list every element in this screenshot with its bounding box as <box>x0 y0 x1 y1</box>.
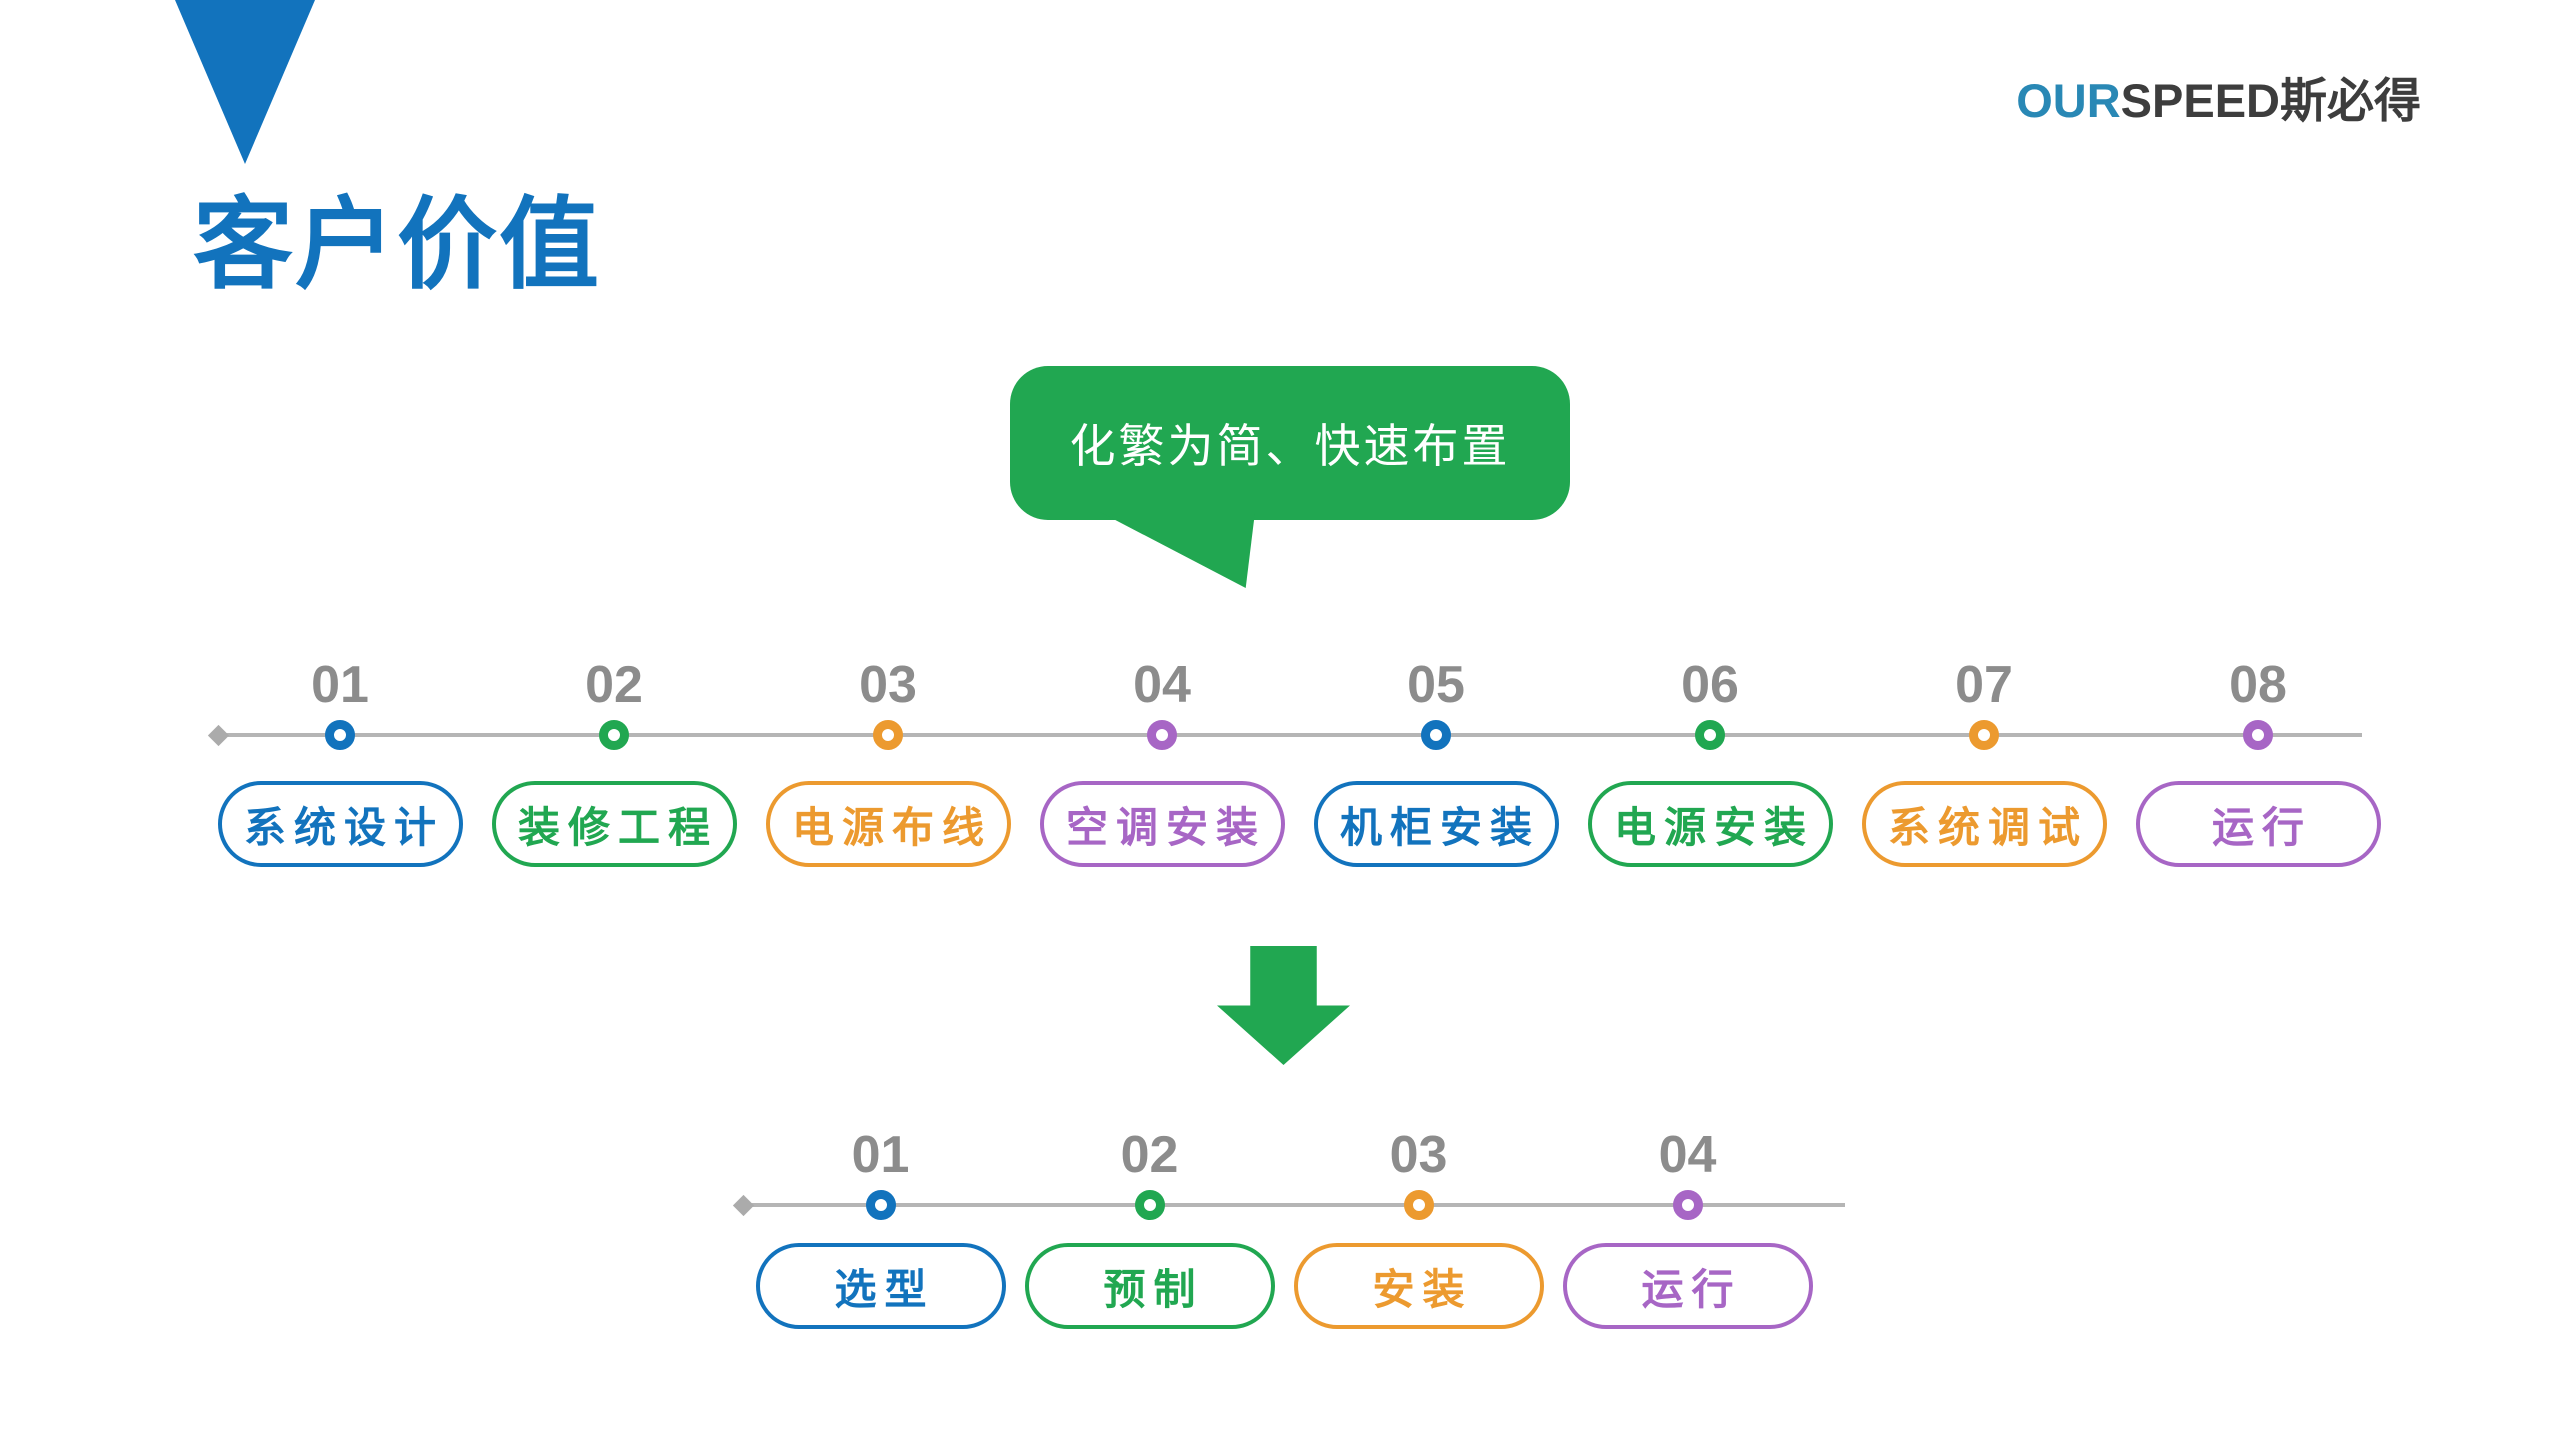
step-label-pill: 运行 <box>1562 1243 1813 1329</box>
page-title: 客户价值 <box>193 189 601 301</box>
process-step: 04 空调安装 <box>1025 656 1299 867</box>
step-label-pill: 选型 <box>755 1243 1006 1329</box>
process-step: 02 预制 <box>1015 1126 1284 1329</box>
step-marker-dot <box>2243 720 2273 750</box>
process-step: 06 电源安装 <box>1573 656 1847 867</box>
step-number: 06 <box>1681 656 1739 714</box>
step-label-pill: 机柜安装 <box>1313 781 1559 867</box>
process-step: 08 运行 <box>2121 656 2395 867</box>
step-marker-dot <box>1421 720 1451 750</box>
step-number: 03 <box>1389 1126 1448 1184</box>
step-label-pill: 电源安装 <box>1587 781 1833 867</box>
step-marker-dot <box>325 720 355 750</box>
step-number: 04 <box>1658 1126 1717 1184</box>
timeline-before: 01 系统设计 02 装修工程 03 电源布线 04 空调安装 05 <box>203 656 2395 867</box>
brand-triangle-icon <box>175 0 315 164</box>
step-number: 01 <box>311 656 369 714</box>
step-number: 02 <box>585 656 643 714</box>
step-marker-dot <box>1695 720 1725 750</box>
step-label-pill: 电源布线 <box>765 781 1011 867</box>
step-label-pill: 系统调试 <box>1861 781 2107 867</box>
process-step: 05 机柜安装 <box>1299 656 1573 867</box>
process-step: 02 装修工程 <box>477 656 751 867</box>
step-marker-dot <box>599 720 629 750</box>
process-step: 04 运行 <box>1553 1126 1822 1329</box>
logo-text-our: OUR <box>2016 74 2121 127</box>
timeline1-items: 01 系统设计 02 装修工程 03 电源布线 04 空调安装 05 <box>203 656 2395 867</box>
process-step: 07 系统调试 <box>1847 656 2121 867</box>
process-step: 03 安装 <box>1284 1126 1553 1329</box>
step-marker-dot <box>1147 720 1177 750</box>
callout-bubble-tail <box>1100 512 1255 588</box>
timeline-after: 01 选型 02 预制 03 安装 04 运行 <box>746 1126 1822 1329</box>
step-label-pill: 安装 <box>1293 1243 1544 1329</box>
callout-bubble: 化繁为简、快速布置 <box>1010 366 1570 520</box>
process-step: 03 电源布线 <box>751 656 1025 867</box>
logo-text-speed: SPEED斯必得 <box>2120 74 2421 127</box>
process-step: 01 系统设计 <box>203 656 477 867</box>
step-number: 03 <box>859 656 917 714</box>
timeline1-axis-line <box>220 733 2362 737</box>
step-marker-dot <box>873 720 903 750</box>
step-label-pill: 空调安装 <box>1039 781 1285 867</box>
step-number: 05 <box>1407 656 1465 714</box>
step-label-pill: 系统设计 <box>217 781 463 867</box>
step-number: 02 <box>1120 1126 1179 1184</box>
step-marker-dot <box>1672 1190 1703 1220</box>
step-number: 08 <box>2229 656 2287 714</box>
step-label-pill: 运行 <box>2135 781 2381 867</box>
step-number: 07 <box>1955 656 2013 714</box>
step-number: 04 <box>1133 656 1191 714</box>
brand-logo: OURSPEED斯必得 <box>2016 62 2421 131</box>
step-marker-dot <box>1403 1190 1434 1220</box>
step-marker-dot <box>1134 1190 1165 1220</box>
step-marker-dot <box>865 1190 896 1220</box>
step-label-pill: 装修工程 <box>491 781 737 867</box>
step-label-pill: 预制 <box>1024 1243 1275 1329</box>
step-number: 01 <box>851 1126 910 1184</box>
timeline2-axis-line <box>743 1203 1845 1207</box>
down-arrow-icon <box>1217 946 1350 1065</box>
step-marker-dot <box>1969 720 1999 750</box>
timeline2-items: 01 选型 02 预制 03 安装 04 运行 <box>746 1126 1822 1329</box>
process-step: 01 选型 <box>746 1126 1015 1329</box>
